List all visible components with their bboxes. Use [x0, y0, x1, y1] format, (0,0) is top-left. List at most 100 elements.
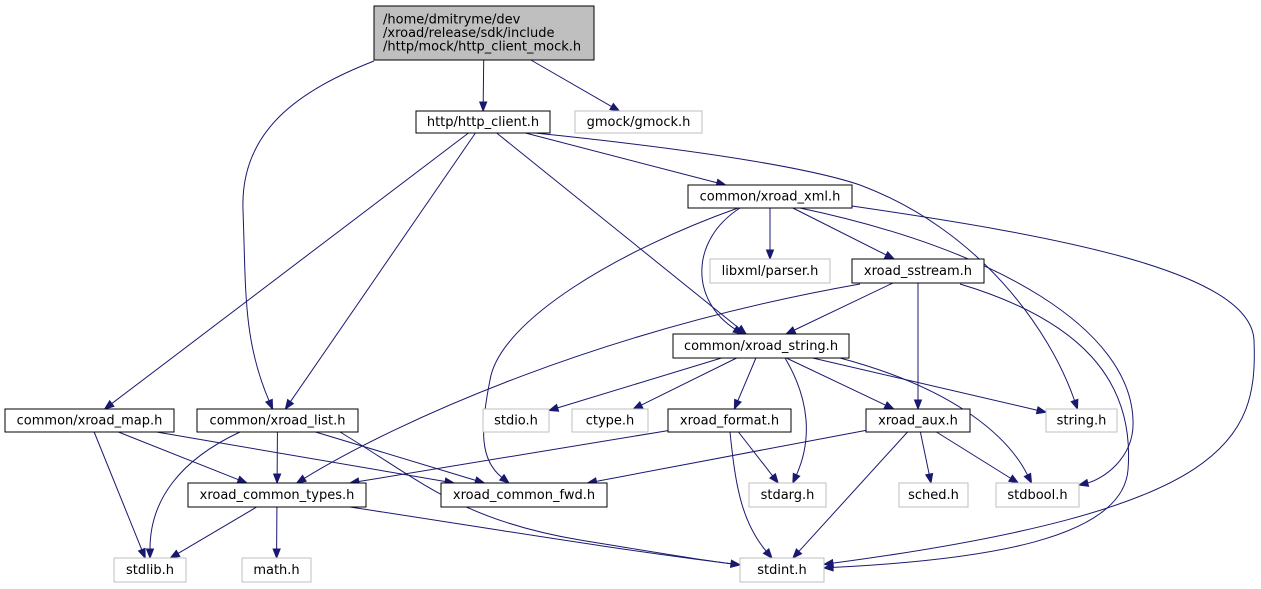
node-label: xroad_common_types.h	[200, 488, 355, 503]
edge-xroad_string-to-xroad_aux	[786, 357, 896, 410]
edge-common_types-to-stdint	[349, 506, 742, 568]
node-stdarg: stdarg.h	[748, 482, 827, 508]
arrowhead	[733, 398, 742, 411]
node-box	[687, 184, 853, 209]
node-common-types[interactable]: xroad_common_types.h	[187, 482, 367, 508]
node-xroad-aux[interactable]: xroad_aux.h	[865, 408, 971, 433]
edge-xroad_sstream-to-stdint	[822, 283, 1130, 572]
node-xroad-list[interactable]: common/xroad_list.h	[196, 408, 359, 433]
node-stdlib: stdlib.h	[113, 557, 187, 583]
node-label: libxml/parser.h	[722, 264, 819, 279]
node-label: math.h	[253, 563, 299, 578]
arrowhead	[730, 559, 742, 568]
node-string: string.h	[1045, 408, 1118, 433]
edge-xroad_aux-to-common_fwd	[586, 429, 867, 486]
arrowhead	[284, 398, 295, 411]
node-http-client[interactable]: http/http_client.h	[415, 110, 551, 134]
edge-xroad_string-to-ctype	[632, 357, 737, 410]
edge-xroad_string-to-xroad_format	[733, 357, 757, 411]
edge-xroad_map-to-common_types	[118, 431, 249, 484]
node-label: stdlib.h	[126, 563, 174, 578]
node-label: common/xroad_xml.h	[700, 189, 841, 204]
edge-xroad_xml-to-libxml	[765, 208, 775, 261]
arrowhead	[883, 250, 896, 260]
arrowhead	[145, 548, 155, 560]
node-label: stdbool.h	[1007, 488, 1067, 503]
arrowhead	[272, 473, 282, 485]
arrowhead	[264, 398, 274, 411]
arrowhead	[924, 472, 934, 485]
arrowhead	[1023, 472, 1033, 485]
edge-xroad_xml-to-stdbool	[799, 207, 1134, 487]
edge-xroad_format-to-stdint	[729, 431, 773, 560]
node-label: xroad_format.h	[680, 413, 779, 428]
arrowhead	[913, 399, 923, 411]
edge-common_types-to-math	[272, 506, 281, 560]
node-label: xroad_aux.h	[878, 413, 958, 428]
edge-xroad_string-to-string	[812, 357, 1048, 415]
edge-xroad_map-to-common_fwd	[156, 431, 456, 486]
edge-http_client-to-xroad_string	[496, 132, 748, 335]
node-xroad-map[interactable]: common/xroad_map.h	[4, 408, 175, 433]
edge-xroad_sstream-to-xroad_aux	[913, 283, 923, 411]
node-stdio: stdio.h	[482, 408, 550, 433]
node-box	[739, 557, 825, 583]
edge-xroad_aux-to-stdint	[791, 431, 908, 560]
node-box	[672, 333, 850, 359]
edge-xroad_list-to-common_types	[272, 431, 282, 485]
node-box	[571, 408, 649, 433]
node-stdbool: stdbool.h	[995, 482, 1080, 508]
arrowhead	[137, 547, 146, 560]
dependency-edges	[93, 59, 1255, 572]
arrowhead	[609, 102, 621, 112]
node-label: /home/dmitryme/dev	[383, 12, 521, 27]
node-label: http/http_client.h	[427, 115, 539, 130]
edge-http_client-to-xroad_list	[284, 132, 476, 411]
node-gmock: gmock/gmock.h	[574, 110, 703, 134]
node-label: /http/mock/http_client_mock.h	[383, 39, 581, 54]
node-box	[709, 258, 831, 284]
edge-xroad_list-to-common_fwd	[315, 431, 486, 485]
node-label: /xroad/release/sdk/include	[383, 26, 555, 41]
node-box	[440, 482, 608, 508]
arrowhead	[791, 548, 803, 560]
arrowhead	[272, 548, 281, 560]
node-xroad-string[interactable]: common/xroad_string.h	[672, 333, 850, 359]
node-ctype: ctype.h	[571, 408, 649, 433]
node-label: common/xroad_map.h	[17, 413, 163, 428]
node-box	[574, 110, 703, 134]
edge-common_types-to-stdlib	[169, 506, 257, 559]
edge-xroad_sstream-to-xroad_string	[784, 282, 894, 335]
node-label: gmock/gmock.h	[587, 115, 691, 130]
arrowhead	[732, 325, 744, 335]
edge-root-to-http_client	[478, 59, 488, 113]
edge-http_client-to-string	[534, 132, 1079, 411]
node-common-fwd[interactable]: xroad_common_fwd.h	[440, 482, 608, 508]
node-box	[898, 482, 969, 508]
arrowhead	[169, 549, 181, 559]
node-box	[748, 482, 827, 508]
edge-xroad_aux-to-stdbool	[936, 431, 1020, 484]
arrowhead	[792, 472, 801, 485]
node-box	[113, 557, 187, 583]
node-box	[851, 258, 985, 284]
edge-xroad_string-to-stdarg	[784, 357, 807, 485]
arrowhead	[1035, 405, 1048, 415]
node-box	[196, 408, 359, 433]
arrowhead	[784, 326, 797, 335]
node-label: xroad_common_fwd.h	[453, 488, 595, 503]
node-label: xroad_sstream.h	[864, 264, 972, 279]
node-math: math.h	[241, 557, 312, 583]
arrowhead	[1007, 474, 1020, 484]
node-xroad-xml[interactable]: common/xroad_xml.h	[687, 184, 853, 209]
node-box	[667, 408, 792, 433]
edge-xroad_list-to-stdlib	[145, 431, 241, 560]
node-root: /home/dmitryme/dev/xroad/release/sdk/inc…	[373, 5, 595, 61]
node-label: ctype.h	[586, 413, 635, 428]
node-box	[995, 482, 1080, 508]
edge-xroad_map-to-stdlib	[93, 431, 146, 560]
edge-xroad_aux-to-sched	[919, 431, 934, 485]
node-xroad-sstream[interactable]: xroad_sstream.h	[851, 258, 985, 284]
node-xroad-format[interactable]: xroad_format.h	[667, 408, 792, 433]
